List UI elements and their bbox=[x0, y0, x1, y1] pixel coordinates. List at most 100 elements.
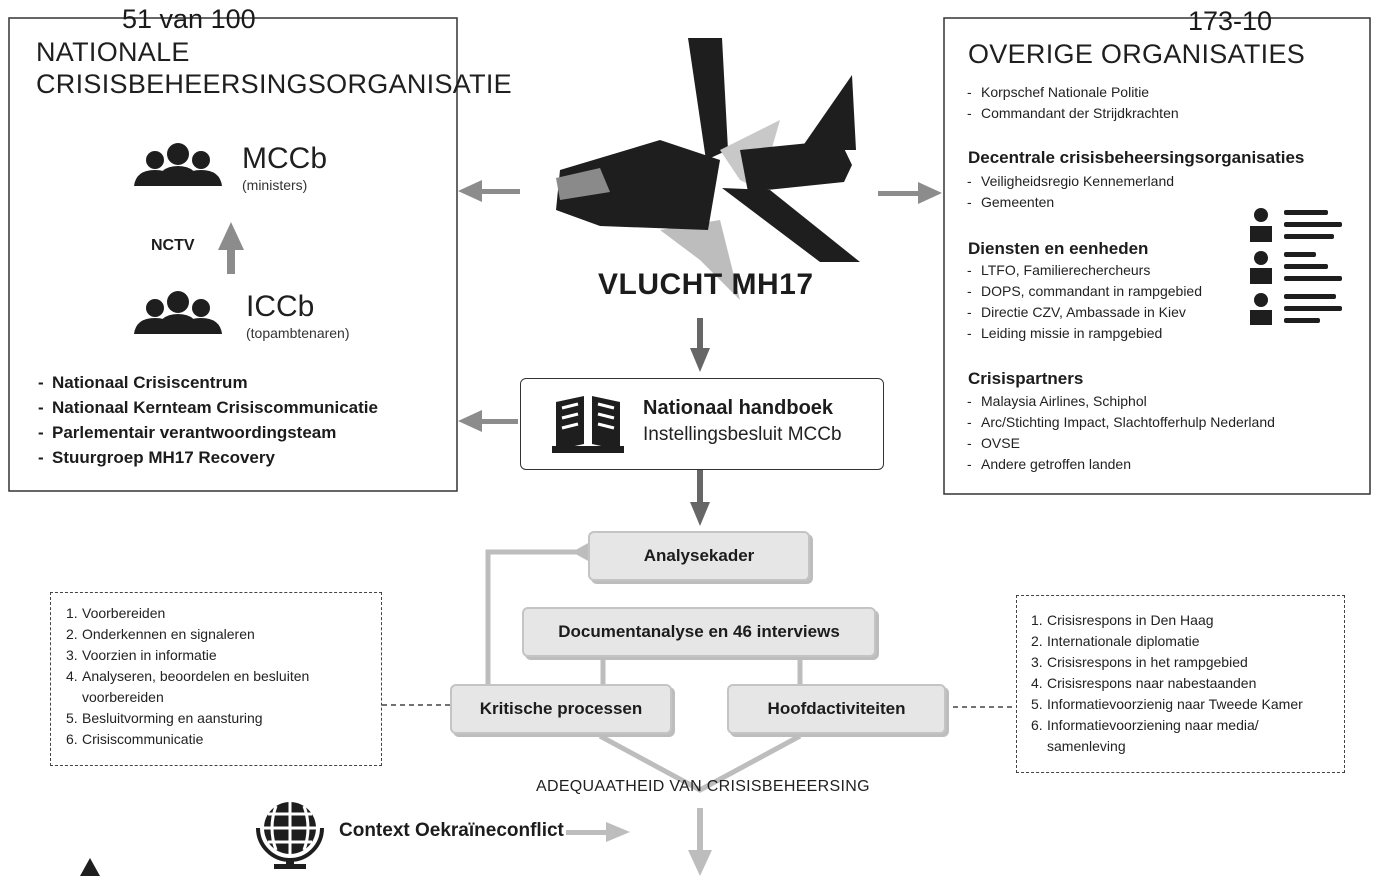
section-heading-diensten: Diensten en eenheden bbox=[968, 239, 1149, 258]
list-number: 3. bbox=[66, 647, 78, 663]
arrow-down-bottom bbox=[688, 808, 712, 876]
analysekader-box: Analysekader bbox=[588, 531, 810, 581]
list-item: 4.Analyseren, beoordelen en besluiten vo… bbox=[66, 666, 366, 708]
list-item: Stuurgroep MH17 Recovery bbox=[38, 445, 438, 470]
list-item: Leiding missie in rampgebied bbox=[967, 323, 1237, 344]
document-number: 173-10 bbox=[1188, 6, 1273, 36]
arrow-flight-to-handbook bbox=[690, 318, 710, 372]
list-text: Crisisrespons naar nabestaanden bbox=[1047, 675, 1257, 691]
group-icon-mccb bbox=[134, 143, 222, 186]
list-item: Parlementair verantwoordingsteam bbox=[38, 420, 438, 445]
list-item: OVSE bbox=[967, 433, 1357, 454]
list-text: Crisisrespons in het rampgebied bbox=[1047, 654, 1248, 670]
kritische-processen-label: Kritische processen bbox=[479, 699, 643, 718]
list-item: Andere getroffen landen bbox=[967, 454, 1357, 475]
list-text: Voorzien in informatie bbox=[82, 647, 217, 663]
handbook-title: Nationaal handboek bbox=[643, 397, 834, 419]
list-item: 3.Voorzien in informatie bbox=[66, 645, 366, 666]
list-item: Nationaal Kernteam Crisiscommunicatie bbox=[38, 395, 438, 420]
list-number: 6. bbox=[66, 731, 78, 747]
list-text: Crisisrespons in Den Haag bbox=[1047, 612, 1214, 628]
list-item: 4.Crisisrespons naar nabestaanden bbox=[1031, 673, 1336, 694]
adequaatheid-label: ADEQUAATHEID VAN CRISISBEHEERSING bbox=[536, 778, 870, 795]
critical-processes-list: 1.Voorbereiden 2.Onderkennen en signaler… bbox=[66, 603, 366, 750]
arrow-handbook-to-analysekader bbox=[690, 470, 710, 526]
section-list-decentraal: Veiligheidsregio Kennemerland Gemeenten bbox=[967, 171, 1347, 213]
triangle-mark bbox=[80, 858, 100, 876]
flight-label: VLUCHT MH17 bbox=[598, 268, 814, 301]
arrow-handbook-to-left bbox=[458, 410, 518, 432]
arrow-to-right-box bbox=[878, 182, 942, 204]
critical-processes-box bbox=[50, 592, 382, 766]
iccb-label: ICCb bbox=[246, 290, 315, 323]
main-activities-box bbox=[1016, 595, 1345, 773]
analysis-connectors bbox=[485, 549, 803, 793]
list-number: 5. bbox=[1031, 696, 1043, 712]
person-list-icon bbox=[1250, 208, 1342, 325]
hoofdactiviteiten-label: Hoofdactiviteiten bbox=[767, 699, 906, 718]
left-box-title: NATIONALE CRISISBEHEERSINGSORGANISATIE bbox=[36, 37, 512, 99]
list-number: 1. bbox=[1031, 612, 1043, 628]
right-box-frame bbox=[943, 17, 1371, 495]
globe-icon bbox=[256, 802, 324, 869]
list-number: 4. bbox=[1031, 675, 1043, 691]
handbook-subtitle: Instellingsbesluit MCCb bbox=[643, 424, 842, 445]
section-heading-crisispartners: Crisispartners bbox=[968, 369, 1084, 388]
right-box-title: OVERIGE ORGANISATIES bbox=[968, 39, 1306, 69]
right-top-list: Korpschef Nationale Politie Commandant d… bbox=[967, 82, 1347, 124]
list-item: Gemeenten bbox=[967, 192, 1347, 213]
list-item: DOPS, commandant in rampgebied bbox=[967, 281, 1237, 302]
list-item: 5.Besluitvorming en aansturing bbox=[66, 708, 366, 729]
list-text: Crisiscommunicatie bbox=[82, 731, 204, 747]
list-item: 2.Onderkennen en signaleren bbox=[66, 624, 366, 645]
left-box-frame bbox=[8, 17, 458, 492]
hoofdactiviteiten-box: Hoofdactiviteiten bbox=[727, 684, 946, 734]
section-list-diensten: LTFO, Familierechercheurs DOPS, commanda… bbox=[967, 260, 1237, 344]
documentanalyse-box: Documentanalyse en 46 interviews bbox=[522, 607, 876, 657]
list-number: 5. bbox=[66, 710, 78, 726]
mccb-label: MCCb bbox=[242, 142, 328, 175]
section-heading-decentraal: Decentrale crisisbeheersingsorganisaties bbox=[968, 148, 1305, 167]
list-item: 5.Informatievoorzienig naar Tweede Kamer bbox=[1031, 694, 1336, 715]
list-number: 2. bbox=[66, 626, 78, 642]
analysekader-label: Analysekader bbox=[643, 546, 755, 565]
arrow-to-left-box bbox=[458, 180, 520, 202]
list-text: Onderkennen en signaleren bbox=[82, 626, 255, 642]
list-text: Analyseren, beoordelen en besluiten voor… bbox=[82, 668, 310, 705]
iccb-sublabel: (topambtenaren) bbox=[246, 325, 350, 341]
documentanalyse-label: Documentanalyse en 46 interviews bbox=[558, 622, 840, 641]
list-item: Veiligheidsregio Kennemerland bbox=[967, 171, 1347, 192]
main-activities-list: 1.Crisisrespons in Den Haag 2.Internatio… bbox=[1031, 610, 1336, 757]
list-item: 2.Internationale diplomatie bbox=[1031, 631, 1336, 652]
list-text: Informatievoorziening naar media/ samenl… bbox=[1047, 717, 1259, 754]
list-number: 1. bbox=[66, 605, 78, 621]
book-icon-overlay bbox=[552, 396, 624, 453]
list-item: LTFO, Familierechercheurs bbox=[967, 260, 1237, 281]
list-item: Korpschef Nationale Politie bbox=[967, 82, 1347, 103]
airplane-icon bbox=[556, 38, 860, 300]
list-item: 3.Crisisrespons in het rampgebied bbox=[1031, 652, 1336, 673]
list-item: Nationaal Crisiscentrum bbox=[38, 370, 438, 395]
list-item: Malaysia Airlines, Schiphol bbox=[967, 391, 1357, 412]
list-item: Directie CZV, Ambassade in Kiev bbox=[967, 302, 1237, 323]
arrow-head-analysekader bbox=[572, 542, 590, 562]
list-item: Commandant der Strijdkrachten bbox=[967, 103, 1347, 124]
list-number: 2. bbox=[1031, 633, 1043, 649]
mccb-sublabel: (ministers) bbox=[242, 177, 308, 193]
page-number: 51 van 100 bbox=[122, 4, 256, 34]
context-label: Context Oekraïneconflict bbox=[339, 820, 564, 841]
list-number: 6. bbox=[1031, 717, 1043, 733]
list-text: Informatievoorzienig naar Tweede Kamer bbox=[1047, 696, 1303, 712]
arrow-context bbox=[566, 822, 630, 842]
list-item: 6.Informatievoorziening naar media/ same… bbox=[1031, 715, 1336, 757]
list-item: Arc/Stichting Impact, Slachtofferhulp Ne… bbox=[967, 412, 1357, 433]
list-text: Internationale diplomatie bbox=[1047, 633, 1200, 649]
list-text: Voorbereiden bbox=[82, 605, 166, 621]
section-list-crisispartners: Malaysia Airlines, Schiphol Arc/Stichtin… bbox=[967, 391, 1357, 475]
arrow-up-nctv bbox=[218, 222, 244, 274]
group-icon-iccb bbox=[134, 291, 222, 334]
list-item: 1.Voorbereiden bbox=[66, 603, 366, 624]
kritische-processen-box: Kritische processen bbox=[450, 684, 672, 734]
list-item: 1.Crisisrespons in Den Haag bbox=[1031, 610, 1336, 631]
